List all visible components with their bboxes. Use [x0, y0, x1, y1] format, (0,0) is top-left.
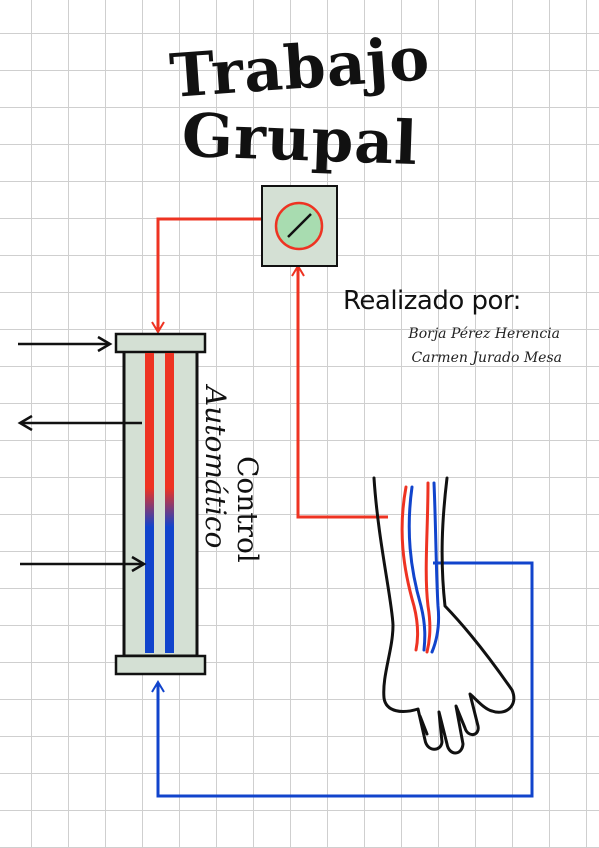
author-name-1: Borja Pérez Herencia	[408, 326, 560, 342]
inlet-arrow-top	[18, 335, 113, 353]
author-name-2: Carmen Jurado Mesa	[411, 350, 562, 366]
venous-return-line	[151, 561, 534, 798]
arterial-line-top	[151, 217, 262, 334]
label-control: Control	[231, 456, 264, 563]
outlet-arrow-middle	[17, 414, 142, 432]
dialyzer-column	[114, 332, 207, 676]
label-automatico: Automático	[199, 386, 232, 549]
hand-arm-icon	[372, 476, 516, 755]
inlet-arrow-bottom	[20, 555, 147, 573]
credits-heading: Realizado por:	[343, 286, 521, 316]
pressure-gauge-icon	[261, 185, 338, 267]
arm-vessels	[400, 481, 441, 654]
